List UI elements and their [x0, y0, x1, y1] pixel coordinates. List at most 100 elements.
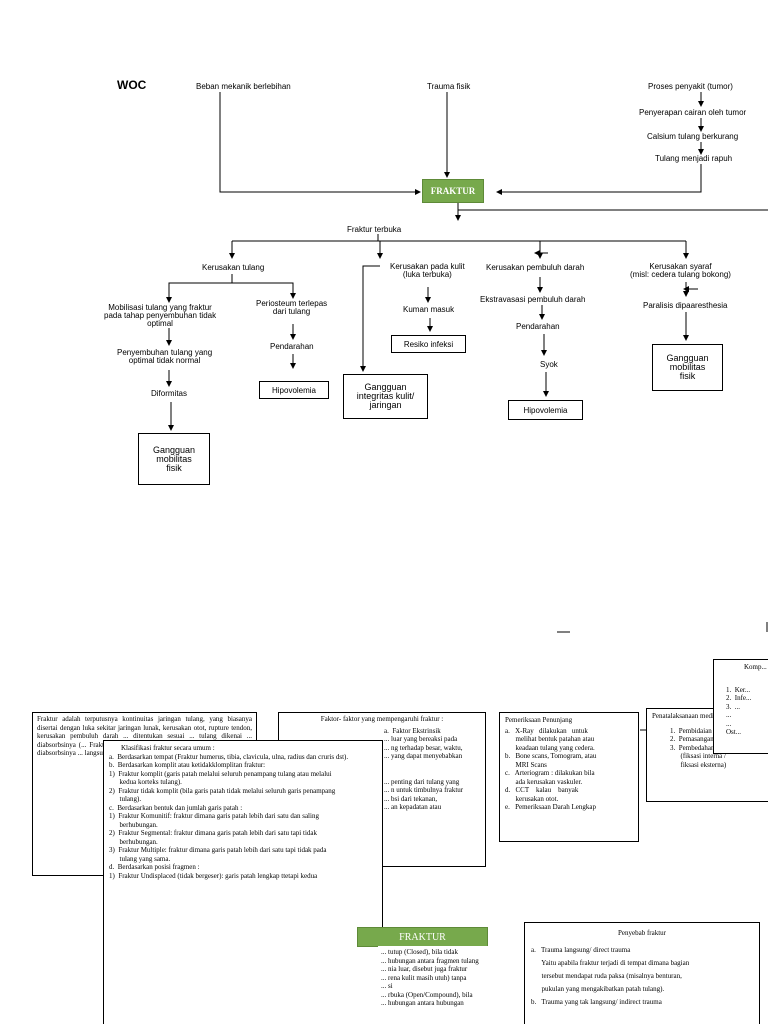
panel-line: 3. ...: [726, 702, 740, 711]
panel-line: keadaan tulang yang cedera.: [505, 743, 595, 752]
pemeriksaan-title: Pemeriksaan Penunjang: [505, 716, 573, 724]
panel-line: (fiksasi interna /: [670, 752, 727, 760]
node-penyembuhan: Penyembuhan tulang yang optimal tidak no…: [117, 348, 213, 365]
panel-line: ... hubungan antara fragmen tulang: [381, 956, 479, 965]
node-periosteum: Periosteum terlepas dari tulang: [256, 299, 328, 316]
panel-line: ... rena kulit masih utuh) tanpa: [381, 973, 467, 982]
fraktur-node: FRAKTUR: [422, 179, 484, 203]
node-paralisis: Paralisis dipaaresthesia: [643, 301, 728, 310]
panel-line: berhubungan.: [109, 837, 158, 846]
panel-line: ... hubungan antara hubungan: [381, 999, 464, 1007]
branch-kerusakan-tulang: Kerusakan tulang: [202, 263, 265, 272]
panel-line: ... luar yang bereaksi pada: [384, 735, 458, 743]
cause-trauma: Trauma fisik: [427, 82, 471, 91]
panel-line: ada kerusakan vaskuler.: [505, 777, 583, 786]
penatalaksanaan-title: Penatalaksanaan medis: [652, 712, 717, 720]
faktor-lines: a. Faktor Ekstrinsik... luar yang bereak…: [284, 727, 480, 812]
panel-line: ... rbuka (Open/Compound), bila: [381, 990, 473, 999]
panel-line: a. Berdasarkan tempat (Fraktur humerus, …: [109, 752, 349, 761]
node-diformitas: Diformitas: [151, 389, 188, 398]
komplikasi-title: Komp...: [744, 663, 767, 671]
panel-line: 2) Fraktur Segmental: fraktur dimana gar…: [109, 829, 317, 837]
panel-line: e. Pemeriksaan Darah Lengkap: [505, 803, 596, 811]
panel-line: c. Arteriogram : dilakukan bila: [505, 769, 595, 777]
panel-line: d. CCT kalau banyak: [505, 786, 579, 794]
panel-line: tulang yang sama.: [109, 854, 171, 863]
pemeriksaan-lines: a. X-Ray dilakukan untuk melihat bentuk …: [505, 727, 633, 812]
panel-line: ... yang dapat menyebabkan: [384, 752, 463, 760]
panel-line: [384, 769, 480, 778]
fraktur-bottom-lines: ... tutup (Closed), bila tidak... hubung…: [381, 948, 493, 1008]
panel-line: berhubungan.: [109, 820, 158, 829]
panel-line: 1. Pembidaian: [670, 726, 712, 735]
panel-line: 2. Infe...: [726, 694, 752, 702]
node-mobilisasi: Mobilisasi tulang yang fraktur pada taha…: [104, 303, 217, 328]
node-kuman: Kuman masuk: [403, 305, 455, 314]
penyebab-title: Penyebab fraktur: [617, 929, 666, 937]
node-hipovolemia-1: Hipovolemia: [259, 381, 329, 399]
panel-fraktur-bottom: ... tutup (Closed), bila tidak... hubung…: [378, 946, 496, 1024]
panel-klasifikasi: Klasifikasi fraktur secara umum : a. Ber…: [103, 740, 383, 1024]
panel-line: ... nia luar, disebut juga fraktur: [381, 965, 468, 973]
panel-pemeriksaan: Pemeriksaan Penunjang a. X-Ray dilakukan…: [499, 712, 639, 842]
node-gangguan-mobilitas-2: Gangguan mobilitas fisik: [652, 344, 723, 391]
node-resiko-infeksi: Resiko infeksi: [391, 335, 466, 353]
node-gangguan-mobilitas-1: Gangguan mobilitas fisik: [138, 433, 210, 485]
panel-line: 1) Fraktur komplit (garis patah melalui …: [109, 769, 332, 778]
branch-syaraf: Kerusakan syaraf (misl: cedera tulang bo…: [630, 262, 731, 279]
panel-line: kerusakan otot.: [505, 794, 559, 803]
faktor-title: Faktor- faktor yang mempengaruhi fraktur…: [320, 715, 444, 723]
panel-line: c. Berdasarkan bentuk dan jumlah garis p…: [109, 803, 243, 812]
node-pendarahan-2: Pendarahan: [516, 322, 560, 331]
penyebab-lines: a. Trauma langsung/ direct trauma Yaitu …: [531, 944, 753, 1009]
panel-penyebab: Penyebab fraktur a. Trauma langsung/ dir…: [524, 922, 760, 1024]
panel-line: a. Trauma langsung/ direct trauma: [531, 946, 631, 954]
panel-line: a. Faktor Ekstrinsik: [384, 726, 441, 735]
panel-komplikasi: Komp... 1. Ker...2. Infe...3. .........O…: [713, 659, 768, 754]
branch-pembuluh: Kerusakan pembuluh darah: [486, 263, 585, 272]
panel-line: 2) Fraktur tidak komplit (bila garis pat…: [109, 786, 336, 795]
panel-line: ...: [726, 719, 732, 728]
panel-line: fiksasi eksterna): [670, 760, 727, 769]
cause-beban: Beban mekanik berlebihan: [196, 82, 291, 91]
panel-line: b. Trauma yang tak langsung/ indirect tr…: [531, 998, 662, 1006]
panel-line: ... an kepadatan atau: [384, 803, 442, 811]
panel-line: 1) Fraktur Undisplaced (tidak bergeser):…: [109, 871, 318, 880]
cause-penyakit: Proses penyakit (tumor): [648, 82, 733, 91]
panel-line: ... ng terhadap besar, waktu,: [384, 743, 463, 752]
klasifikasi-lines: a. Berdasarkan tempat (Fraktur humerus, …: [109, 753, 377, 881]
panel-line: melihat bentuk patahan atau: [505, 735, 595, 743]
cause-rapuh: Tulang menjadi rapuh: [655, 154, 733, 163]
panel-line: kedua korteks tulang).: [109, 778, 182, 786]
panel-line: ... si: [381, 982, 393, 990]
panel-line: 1) Fraktur Komunitif: fraktur dimana gar…: [109, 812, 319, 820]
panel-line: ... bsi dari tekanan,: [384, 794, 438, 803]
fraktur-terbuka: Fraktur terbuka: [347, 225, 402, 234]
node-hipovolemia-2: Hipovolemia: [508, 400, 583, 420]
woc-title: WOC: [117, 78, 147, 92]
panel-line: tulang).: [109, 795, 142, 803]
panel-line: b. Bone scans, Tomogram, atau: [505, 752, 597, 760]
panel-line: b. Berdasarkan komplit atau ketidakklomp…: [109, 761, 266, 769]
panel-line: pukulan yang mengakibatkan patah tulang)…: [531, 985, 665, 993]
panel-line: ... n untuk timbulnya fraktur: [384, 786, 464, 794]
panel-line: d. Berdasarkan posisi fragmen :: [109, 863, 200, 871]
panel-line: ...: [726, 711, 732, 719]
komplikasi-lines: 1. Ker...2. Infe...3. .........Ost...: [726, 686, 765, 737]
cause-penyerapan: Penyerapan cairan oleh tumor: [639, 108, 747, 117]
panel-line: Ost...: [726, 728, 741, 736]
panel-line: tersebut mendapat ruda paksa (misalnya b…: [531, 972, 682, 980]
klasifikasi-title: Klasifikasi fraktur secara umum :: [121, 744, 215, 752]
panel-line: 3) Fraktur Multiple: fraktur dimana gari…: [109, 846, 327, 854]
fraktur-bottom-node: FRAKTUR: [357, 927, 488, 947]
panel-line: ... penting dari tulang yang: [384, 777, 460, 786]
branch-kerusakan-kulit: Kerusakan pada kulit (luka terbuka): [390, 262, 465, 279]
panel-line: ... tutup (Closed), bila tidak: [381, 948, 458, 956]
node-gangguan-integritas: Gangguan integritas kulit/ jaringan: [343, 374, 428, 419]
panel-line: 3. Pembedahan: [670, 743, 715, 752]
node-pendarahan-1: Pendarahan: [270, 342, 314, 351]
node-ekstravasasi: Ekstravasasi pembuluh darah: [480, 295, 586, 304]
node-syok: Syok: [540, 360, 558, 369]
cause-calsium: Calsium tulang berkurang: [647, 132, 739, 141]
